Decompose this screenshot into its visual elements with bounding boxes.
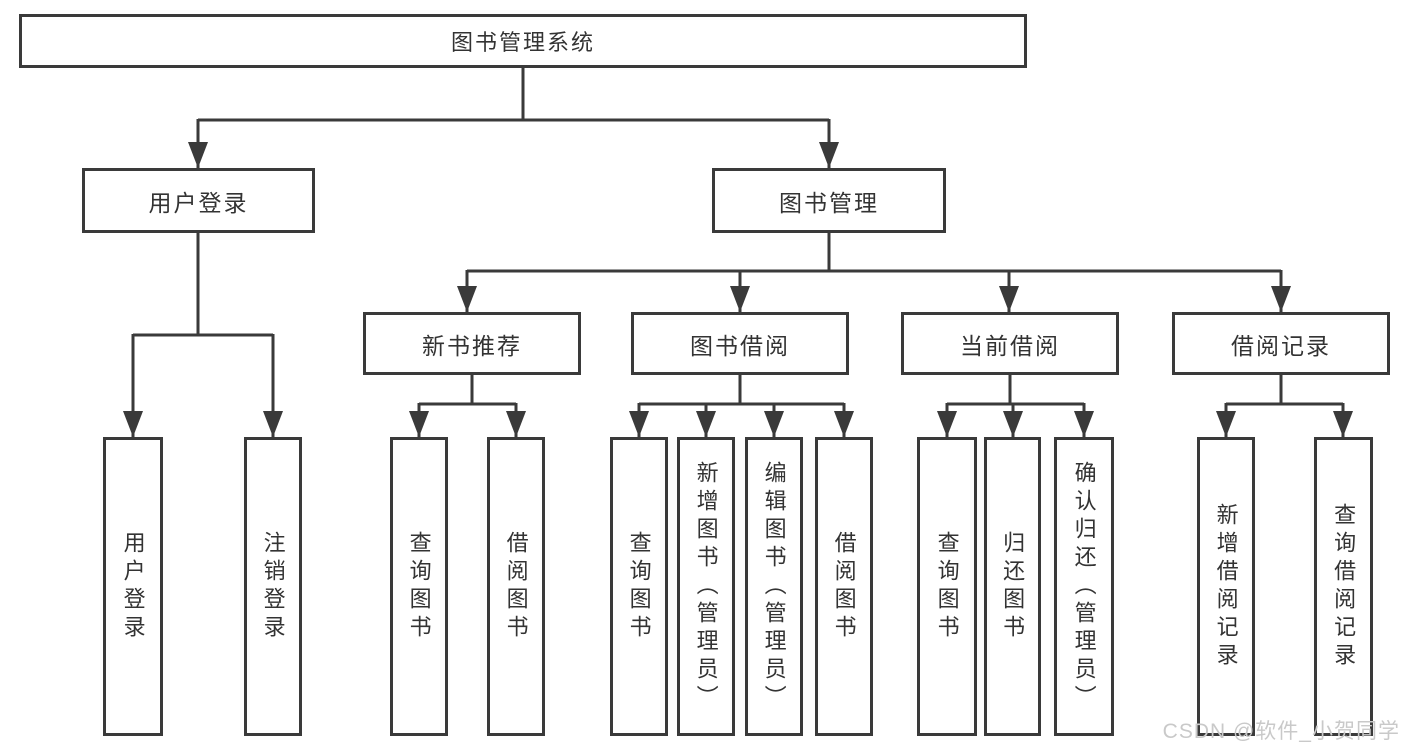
node-current-confirm-return-admin: 确认归还（管理员）: [1054, 437, 1114, 736]
node-label: 借阅图书: [503, 530, 529, 643]
csdn-watermark: CSDN @软件_小贺同学: [1162, 720, 1400, 743]
node-book-management: 图书管理: [712, 168, 946, 233]
node-label: 新增图书（管理员）: [693, 460, 719, 713]
node-label: 借阅记录: [1231, 332, 1331, 359]
node-label: 注销登录: [260, 530, 286, 643]
node-borrow-edit-books-admin: 编辑图书（管理员）: [745, 437, 803, 736]
node-label: 借阅图书: [831, 530, 857, 643]
node-label: 当前借阅: [960, 332, 1060, 359]
node-label: 图书管理: [779, 189, 879, 216]
node-label: 用户登录: [120, 530, 146, 643]
node-root: 图书管理系统: [19, 14, 1027, 68]
node-label: 图书借阅: [690, 332, 790, 359]
node-borrow-query-books: 查询图书: [610, 437, 668, 736]
node-login: 用户登录: [103, 437, 163, 736]
node-records-add-record: 新增借阅记录: [1197, 437, 1255, 736]
node-borrow-add-books-admin: 新增图书（管理员）: [677, 437, 735, 736]
node-book-borrow: 图书借阅: [631, 312, 849, 375]
node-label: 新书推荐: [422, 332, 522, 359]
node-label: 查询图书: [626, 530, 652, 643]
node-new-book-recommend: 新书推荐: [363, 312, 581, 375]
node-label: 用户登录: [148, 189, 249, 216]
node-label: 查询借阅记录: [1331, 502, 1357, 671]
node-user-login: 用户登录: [82, 168, 315, 233]
node-borrow-records: 借阅记录: [1172, 312, 1390, 375]
node-current-return-books: 归还图书: [984, 437, 1041, 736]
node-current-borrow: 当前借阅: [901, 312, 1119, 375]
node-label: 查询图书: [406, 530, 432, 643]
node-records-query-record: 查询借阅记录: [1314, 437, 1373, 736]
node-recommend-query-books: 查询图书: [390, 437, 448, 736]
node-label: 归还图书: [1000, 530, 1026, 643]
node-current-query-books: 查询图书: [917, 437, 977, 736]
node-label: 新增借阅记录: [1213, 502, 1239, 671]
node-logout: 注销登录: [244, 437, 302, 736]
node-label: 编辑图书（管理员）: [761, 460, 787, 713]
node-root-label: 图书管理系统: [450, 30, 595, 55]
node-label: 查询图书: [934, 530, 960, 643]
node-recommend-borrow-books: 借阅图书: [487, 437, 545, 736]
connector-group: [123, 68, 1353, 437]
node-label: 确认归还（管理员）: [1071, 460, 1097, 713]
node-borrow-borrow-books: 借阅图书: [815, 437, 873, 736]
